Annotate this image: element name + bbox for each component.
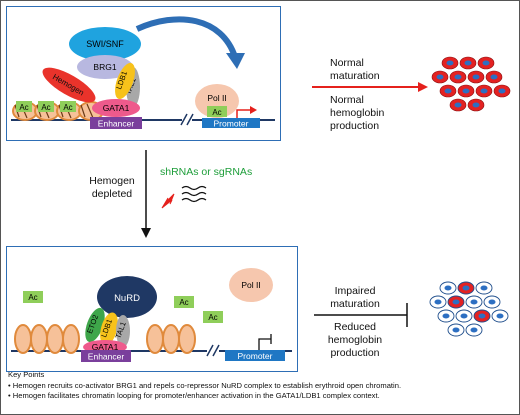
ac-mark <box>16 101 32 112</box>
compacted-nucleosomes <box>14 324 196 354</box>
impaired-erythrocytes <box>429 281 509 337</box>
ldb1-protein <box>115 62 135 100</box>
key-point-2: • Hemogen facilitates chromatin looping … <box>8 391 380 400</box>
tal1-protein <box>116 315 130 347</box>
svg-text:Enhancer: Enhancer <box>98 119 135 129</box>
ac-mark <box>60 101 76 112</box>
svg-text:Promoter: Promoter <box>238 351 273 361</box>
nurd-complex <box>97 276 157 318</box>
pol-ii <box>229 268 273 302</box>
key-point-1: • Hemogen recruits co-activator BRG1 and… <box>8 380 402 390</box>
svg-text:Enhancer: Enhancer <box>88 352 125 362</box>
enhancer-element <box>90 117 142 129</box>
promoter-element <box>225 350 285 361</box>
pol-ii <box>195 84 239 118</box>
ac-mark <box>174 296 194 308</box>
normal-erythrocytes <box>431 56 511 112</box>
looping-arrow <box>135 16 238 59</box>
svg-text:Ac: Ac <box>28 293 37 302</box>
rna-label: shRNAs or sgRNAs <box>160 166 253 178</box>
top-panel: Ac Ac Ac SWI/SNF Hemogen BRG1 TAL1 LDB1 … <box>6 6 281 141</box>
ac-mark <box>38 101 54 112</box>
svg-text:Promoter: Promoter <box>214 119 249 129</box>
swi-snf-complex <box>69 27 141 61</box>
svg-text:Ac: Ac <box>179 298 188 307</box>
svg-text:Ac: Ac <box>63 103 72 112</box>
ldb1-protein <box>100 312 118 346</box>
top-panel-diagram: Ac Ac Ac SWI/SNF Hemogen BRG1 TAL1 LDB1 … <box>11 16 275 129</box>
svg-text:NuRD: NuRD <box>114 293 140 304</box>
promoter-element <box>202 118 260 128</box>
svg-text:Pol II: Pol II <box>207 93 226 103</box>
bottom-panel: Ac Ac Ac NuRD ETO2 LDB1 TAL1 GATA1 Enhan… <box>6 246 298 372</box>
svg-text:GATA1: GATA1 <box>103 103 130 113</box>
svg-text:Ac: Ac <box>19 103 28 112</box>
gata1-protein <box>92 99 140 117</box>
svg-text:BRG1: BRG1 <box>93 62 116 72</box>
key-points: Key Points • Hemogen recruits co-activat… <box>8 370 401 402</box>
svg-text:Pol II: Pol II <box>241 280 260 290</box>
svg-text:SWI/SNF: SWI/SNF <box>86 39 124 49</box>
enhancer-element <box>81 350 131 362</box>
transcription-start-arrow <box>236 109 251 120</box>
eto2-protein <box>85 307 105 343</box>
key-points-title: Key Points <box>8 370 45 379</box>
ac-mark <box>207 106 227 117</box>
svg-text:GATA1: GATA1 <box>92 342 119 352</box>
depletion-arrow <box>141 150 151 238</box>
hemogen-protein <box>42 67 96 103</box>
brg1-protein <box>77 55 133 79</box>
red-maturation-arrow <box>312 82 428 92</box>
blocked-transcription-icon <box>258 338 271 351</box>
svg-text:Ac: Ac <box>208 313 217 322</box>
svg-text:Ac: Ac <box>41 103 50 112</box>
ac-mark <box>203 311 223 323</box>
rna-icon <box>161 185 207 209</box>
bottom-panel-diagram: Ac Ac Ac NuRD ETO2 LDB1 TAL1 GATA1 Enhan… <box>11 268 292 362</box>
svg-text:Ac: Ac <box>212 108 221 117</box>
ac-mark <box>23 291 43 303</box>
inhibition-arrow <box>314 303 408 327</box>
